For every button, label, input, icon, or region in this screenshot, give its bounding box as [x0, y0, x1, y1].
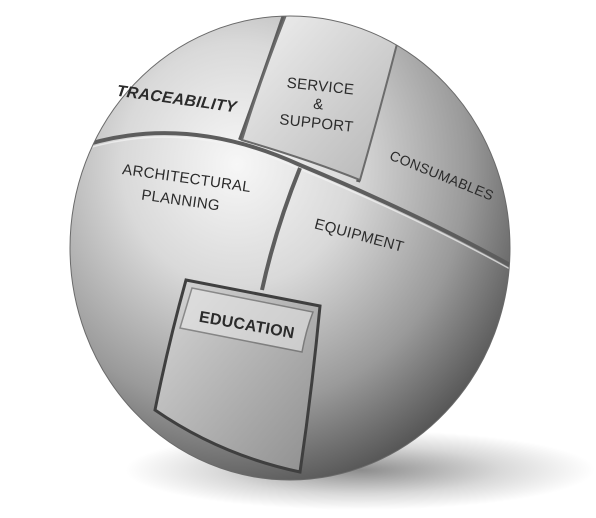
education-tile-face: [179, 287, 315, 353]
service-label-line1: SERVICE: [286, 75, 355, 99]
seam-vertical-lower: [260, 167, 302, 291]
service-label-line2: &: [312, 96, 324, 114]
sphere-rim: [69, 15, 511, 481]
seam-horizontal: [70, 131, 510, 267]
